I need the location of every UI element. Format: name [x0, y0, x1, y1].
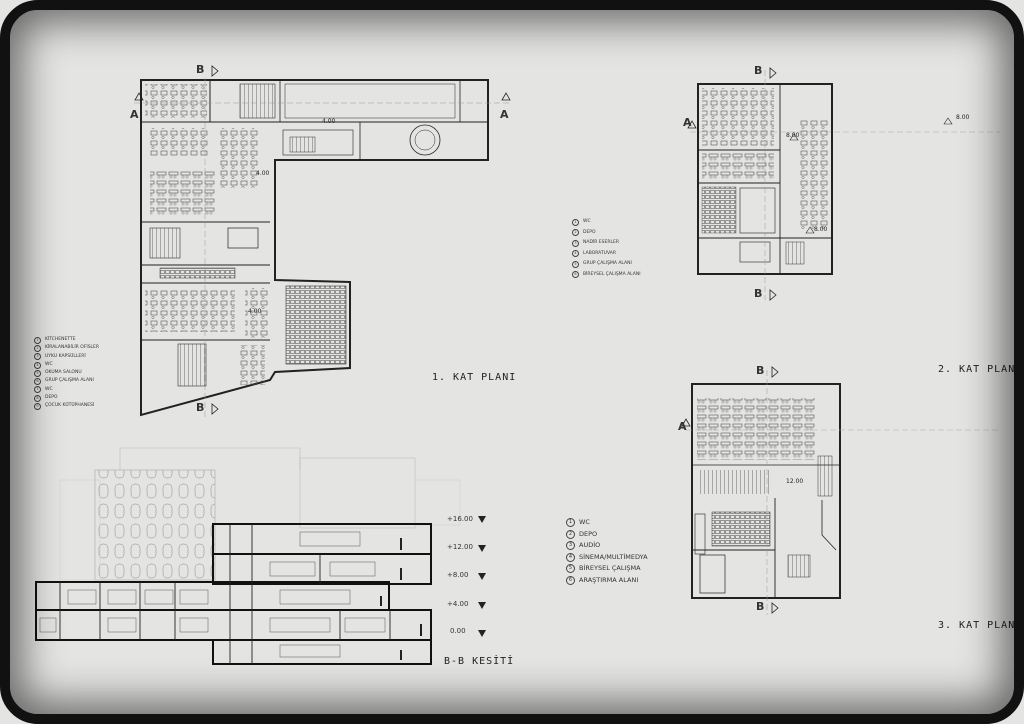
- plan-2-title: 2. KAT PLANI: [938, 364, 1023, 375]
- elevation-p1-a: 4.00: [322, 118, 336, 125]
- marker-a-left-2: A: [683, 116, 692, 129]
- marker-a-left-3: A: [678, 420, 687, 433]
- marker-b-top-1: B: [196, 63, 205, 76]
- section-level: +12.00: [447, 543, 473, 551]
- marker-b-bottom-1: B: [196, 401, 205, 414]
- section-bb: [35, 447, 486, 665]
- marker-b-bottom-3: B: [756, 600, 765, 613]
- plan-3: [681, 366, 1000, 615]
- elevation-p1-b: 4.00: [256, 170, 270, 177]
- marker-a-right-1: A: [500, 108, 509, 121]
- elevation-p1-c: 4.00: [248, 308, 262, 315]
- elevation-p3-a: 12.00: [786, 478, 804, 485]
- section-level: +16.00: [447, 515, 473, 523]
- elevation-p2-b: 8.00: [814, 226, 828, 233]
- section-level: 0.00: [450, 627, 466, 635]
- plan-3-title: 3. KAT PLANI: [938, 620, 1023, 631]
- plan-1-title: 1. KAT PLANI: [432, 372, 517, 383]
- plan-2: [687, 67, 1000, 301]
- elevation-p2-side: 8.00: [956, 114, 970, 121]
- marker-b-bottom-2: B: [754, 287, 763, 300]
- section-level: +4.00: [447, 600, 469, 608]
- marker-b-top-2: B: [754, 64, 763, 77]
- plan-1: [134, 65, 511, 420]
- marker-b-top-3: B: [756, 364, 765, 377]
- section-level: +8.00: [447, 571, 469, 579]
- section-title: B-B KESİTİ: [444, 656, 515, 667]
- marker-a-left-1: A: [130, 108, 139, 121]
- elevation-p2-a: 8.00: [786, 132, 800, 139]
